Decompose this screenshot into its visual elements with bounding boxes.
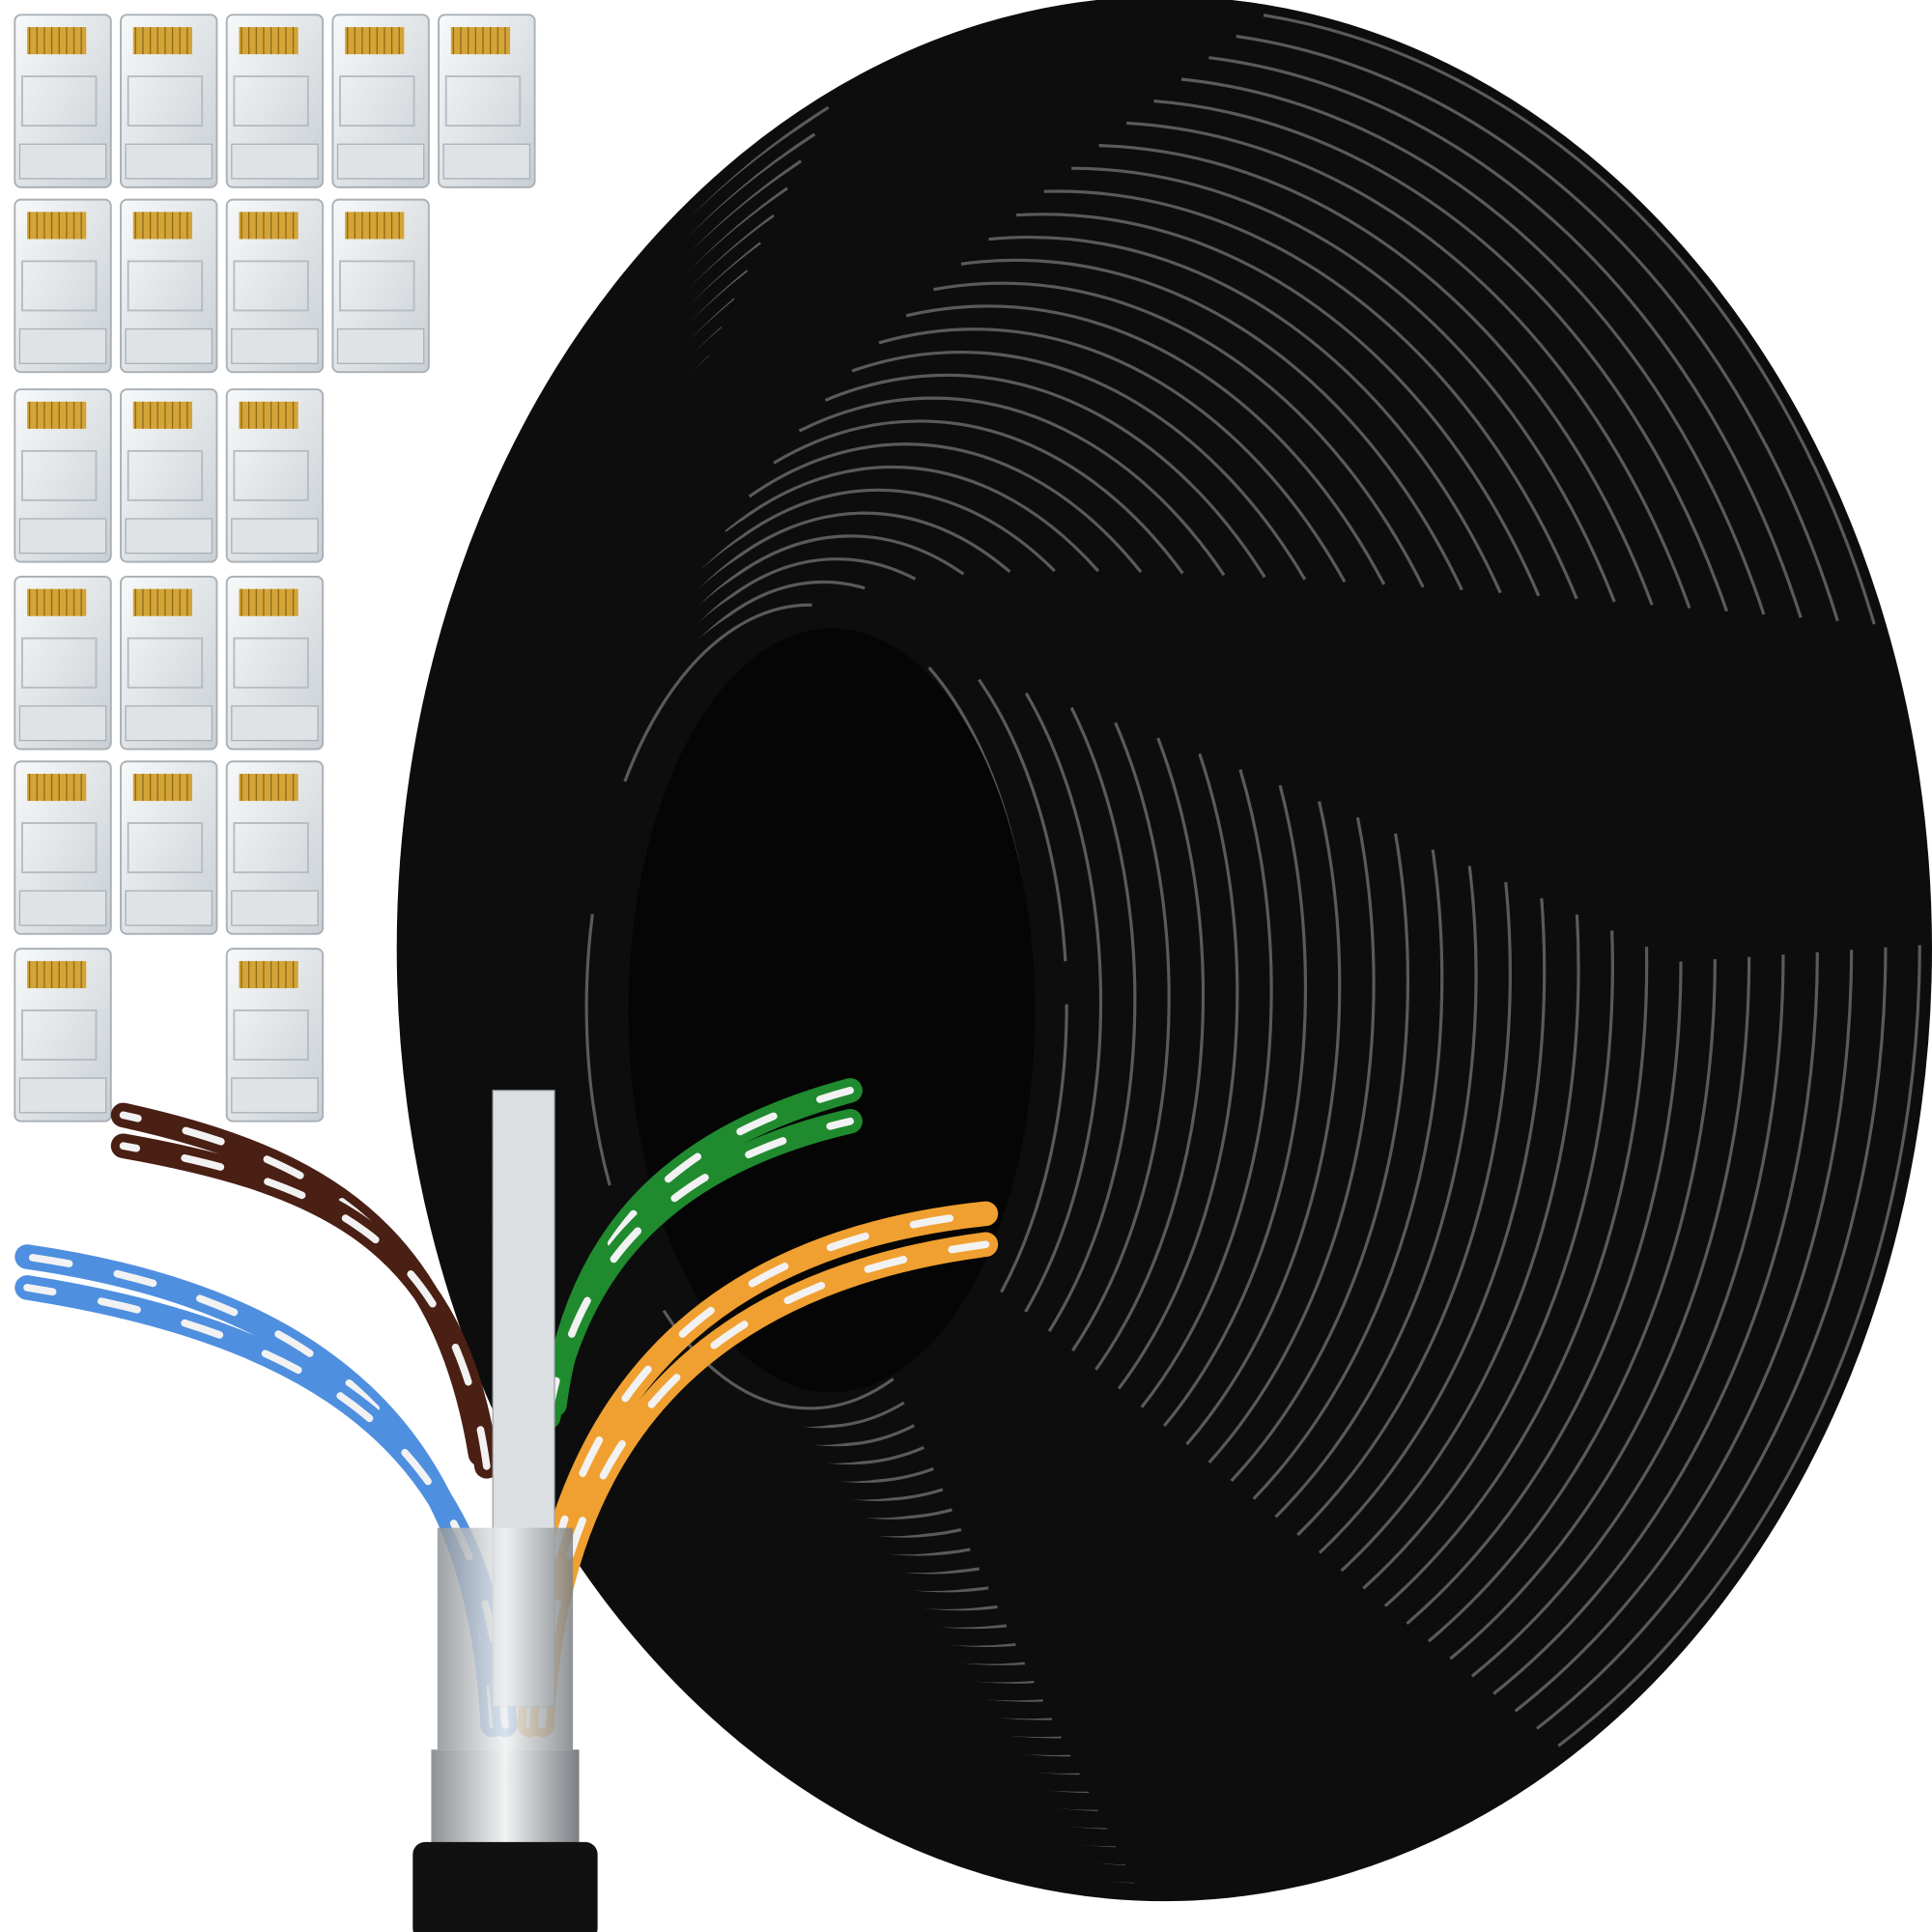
rj45-connector <box>14 198 112 374</box>
rj45-connector <box>14 948 112 1122</box>
connector-window <box>444 75 522 128</box>
connector-window <box>339 260 415 312</box>
gold-contacts <box>27 960 87 988</box>
wire-stripe <box>119 1142 491 1470</box>
gold-contacts <box>27 588 87 616</box>
gold-contacts <box>239 960 298 988</box>
connector-window <box>233 822 309 874</box>
gold-contacts <box>27 401 87 429</box>
connector-window <box>127 260 204 312</box>
gold-contacts <box>345 27 405 55</box>
gold-contacts <box>132 212 192 240</box>
connector-window <box>21 75 98 128</box>
connector-grid <box>14 14 536 1122</box>
connector-latch <box>231 705 319 742</box>
connector-window <box>233 449 309 501</box>
connector-latch <box>231 518 319 554</box>
gold-contacts <box>239 212 298 240</box>
braid-shield <box>431 1749 580 1849</box>
rj45-connector <box>225 388 325 563</box>
connector-latch <box>125 143 213 180</box>
gold-contacts <box>450 27 511 55</box>
gold-contacts <box>345 212 405 240</box>
gold-contacts <box>132 774 192 802</box>
gold-contacts <box>239 401 298 429</box>
gold-contacts <box>132 588 192 616</box>
gold-contacts <box>27 212 87 240</box>
coil-highlight <box>418 28 1888 1866</box>
coil-highlight <box>445 121 1751 1794</box>
connector-window <box>127 822 204 874</box>
connector-window <box>127 449 204 501</box>
connector-latch <box>231 890 319 926</box>
connector-latch <box>18 327 107 364</box>
gold-contacts <box>27 774 87 802</box>
connector-latch <box>336 327 425 364</box>
wire <box>535 1108 863 1430</box>
connector-latch <box>231 143 319 180</box>
rj45-connector <box>438 14 536 188</box>
connector-window <box>233 1009 309 1061</box>
rj45-connector <box>225 760 325 935</box>
connector-latch <box>18 890 107 926</box>
rj45-connector <box>14 760 112 935</box>
connector-latch <box>442 143 531 180</box>
rj45-connector <box>120 575 218 751</box>
rj45-connector <box>14 14 112 188</box>
connector-window <box>21 449 98 501</box>
rj45-connector <box>331 198 430 374</box>
coil-highlight <box>459 166 1683 1757</box>
connector-latch <box>18 705 107 742</box>
rj45-connector <box>14 388 112 563</box>
connector-window <box>21 822 98 874</box>
coil-highlight <box>425 51 1854 1848</box>
rj45-connector <box>331 14 430 188</box>
coil-highlight <box>432 74 1819 1830</box>
rj45-connector <box>14 575 112 751</box>
coil-highlight <box>412 6 1921 1885</box>
foil-shield <box>437 1527 574 1750</box>
cable-coil <box>396 0 1932 1901</box>
connector-latch <box>231 327 319 364</box>
rj45-connector <box>120 388 218 563</box>
connector-window <box>21 637 98 689</box>
connector-window <box>21 260 98 312</box>
gold-contacts <box>132 401 192 429</box>
connector-latch <box>18 143 107 180</box>
connector-window <box>127 637 204 689</box>
connector-latch <box>336 143 425 180</box>
gold-contacts <box>27 27 87 55</box>
rj45-connector <box>120 14 218 188</box>
connector-latch <box>125 705 213 742</box>
connector-latch <box>18 1077 107 1114</box>
connector-latch <box>125 890 213 926</box>
rj45-connector <box>120 760 218 935</box>
cable-jacket <box>412 1841 598 1932</box>
connector-window <box>233 260 309 312</box>
rj45-connector <box>225 575 325 751</box>
connector-window <box>21 1009 98 1061</box>
coil-center <box>628 628 1036 1393</box>
rj45-connector <box>225 948 325 1122</box>
connector-window <box>339 75 415 128</box>
connector-latch <box>18 518 107 554</box>
connector-latch <box>125 327 213 364</box>
gold-contacts <box>239 27 298 55</box>
cable-end <box>14 1078 999 1932</box>
gold-contacts <box>132 27 192 55</box>
gold-contacts <box>239 588 298 616</box>
connector-window <box>233 75 309 128</box>
connector-latch <box>231 1077 319 1114</box>
connector-latch <box>125 518 213 554</box>
rj45-connector <box>225 198 325 374</box>
rj45-connector <box>225 14 325 188</box>
connector-window <box>233 637 309 689</box>
gold-contacts <box>239 774 298 802</box>
connector-window <box>127 75 204 128</box>
rj45-connector <box>120 198 218 374</box>
coil-highlight <box>452 143 1717 1776</box>
